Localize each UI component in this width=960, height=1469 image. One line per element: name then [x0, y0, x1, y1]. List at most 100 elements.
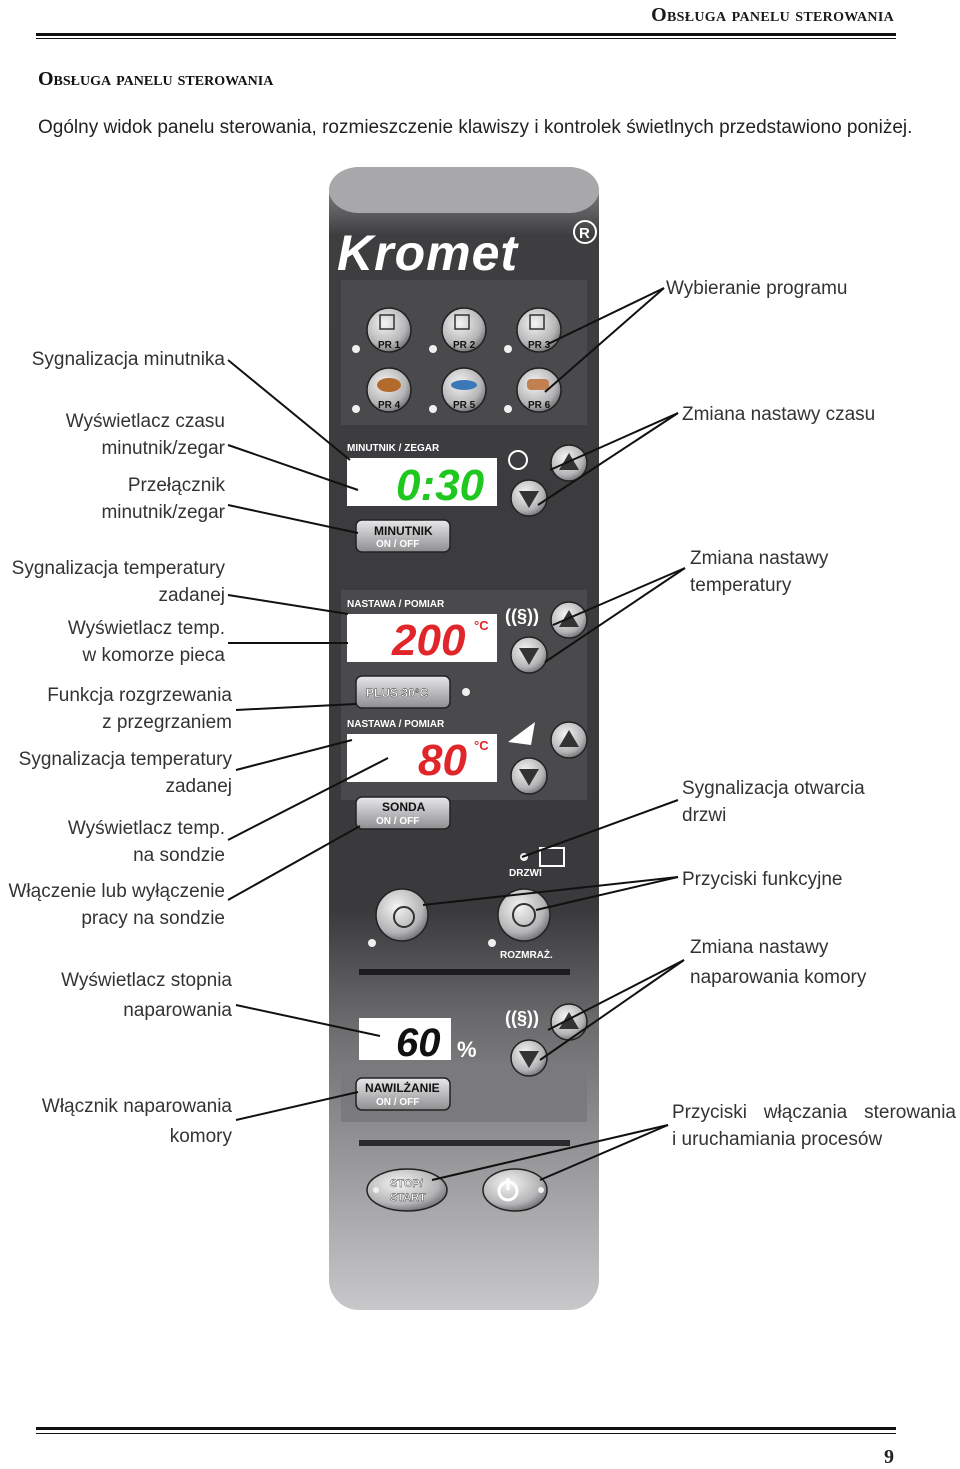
label-wlacznik-naparowania: Włącznik naparowania [41, 1096, 232, 1117]
label-wyswietlacz-temp: Wyświetlacz temp. [67, 618, 225, 639]
humidity-display [359, 1018, 451, 1060]
label-sygnalizacja-minutnika: Sygnalizacja minutnika [31, 349, 225, 370]
panel-top-band [329, 167, 599, 213]
svg-text:ON / OFF: ON / OFF [376, 816, 419, 827]
label-wyswietlacz-sonda-2: na sondzie [133, 845, 225, 866]
panel-divider [359, 1140, 570, 1146]
minutnik-button: MINUTNIK ON / OFF [355, 519, 451, 553]
lamp-icon [393, 906, 415, 928]
footer-rule-thin [36, 1433, 896, 1434]
label-przyciski-wlaczania: Przyciski włączania sterowania [672, 1102, 956, 1123]
label-zmiana-naparowania-2: naparowania komory [690, 967, 867, 988]
intro-text: Ogólny widok panelu sterowania, rozmiesz… [38, 117, 913, 138]
label-funkcja-rozgrzewania-2: z przegrzaniem [102, 712, 232, 733]
program-buttons: PR 1 PR 2 PR 3 PR 4 PR 5 PR 6 [366, 307, 562, 413]
probe-up-button [550, 721, 588, 759]
program-button-pr6: PR 6 [516, 367, 562, 413]
callout-lines [227, 287, 686, 1181]
plus30-button: PLUS 30°C [355, 675, 451, 709]
svg-text:MINUTNIK: MINUTNIK [374, 524, 433, 538]
page-header-title: Obsługa panelu sterowania [651, 4, 894, 26]
label-sygnalizacja-temperatury-sonda: Sygnalizacja temperatury [18, 749, 232, 770]
label-przelacznik: Przełącznik [127, 475, 225, 496]
svg-text:ROZMRAŻ.: ROZMRAŻ. [500, 948, 553, 961]
probe-display [347, 734, 497, 782]
program-button-pr5: PR 5 [441, 367, 487, 413]
door-icon [539, 847, 565, 867]
light-led [368, 939, 376, 947]
humidity-value: 60 [396, 1021, 441, 1065]
footer-rule [36, 1427, 896, 1430]
timer-display [347, 458, 497, 506]
svg-text:PLUS 30°C: PLUS 30°C [366, 686, 428, 700]
svg-text:NAWILŻANIE: NAWILŻANIE [365, 1080, 440, 1095]
label-wyswietlacz-stopnia-2: naparowania [123, 1000, 232, 1021]
defrost-led [488, 939, 496, 947]
defrost-button [497, 888, 551, 942]
temp-value: 200 [391, 616, 466, 665]
svg-text:ON / OFF: ON / OFF [376, 1097, 419, 1108]
header-rule [36, 33, 896, 36]
power-button [482, 1168, 548, 1212]
svg-text:PR 3: PR 3 [528, 340, 551, 351]
label-przelacznik-2: minutnik/zegar [101, 502, 225, 523]
label-sygnalizacja-temperatury-sonda-2: zadanej [165, 776, 232, 797]
timer-value: 0:30 [396, 461, 485, 510]
svg-text:°C: °C [474, 618, 489, 633]
steam-icon: ((§)) [505, 1008, 539, 1028]
plus30-led [462, 688, 470, 696]
temp-display [347, 614, 497, 662]
svg-text:PR 5: PR 5 [453, 400, 476, 411]
brand-logo: Kromet [337, 225, 519, 281]
svg-text:PR 2: PR 2 [453, 340, 476, 351]
svg-text:SONDA: SONDA [382, 800, 426, 814]
header-rule-thin [36, 38, 896, 39]
humidity-up-button [550, 1003, 588, 1041]
temp-down-button [510, 636, 548, 674]
label-zmiana-naparowania: Zmiana nastawy [690, 937, 829, 958]
label-przyciski-wlaczania-2: i uruchamiania procesów [672, 1129, 883, 1150]
label-zmiana-temperatury: Zmiana nastawy [690, 548, 829, 569]
panel-divider [359, 969, 570, 975]
svg-text:ON / OFF: ON / OFF [376, 539, 419, 550]
label-wlaczenie-sondy-2: pracy na sondzie [81, 908, 225, 929]
svg-text:DRZWI: DRZWI [509, 868, 542, 879]
svg-text:STOP/: STOP/ [390, 1178, 423, 1190]
page-number: 9 [884, 1446, 894, 1468]
probe-icon [508, 722, 535, 745]
label-wyswietlacz-temp-2: w komorze pieca [82, 645, 225, 666]
light-button [375, 888, 429, 942]
probe-down-button [510, 757, 548, 795]
clock-icon [508, 450, 528, 470]
program-button-pr1: PR 1 [366, 307, 412, 353]
temp-up-button [550, 601, 588, 639]
label-wyswietlacz-stopnia: Wyświetlacz stopnia [61, 970, 232, 991]
program-button-pr3: PR 3 [516, 307, 562, 353]
program-leds [352, 345, 512, 413]
humidity-down-button [510, 1039, 548, 1077]
registered-mark [573, 220, 597, 244]
label-wlacznik-naparowania-2: komory [169, 1126, 232, 1147]
fish-icon [451, 380, 477, 390]
label-sygnalizacja-temperatury-2: zadanej [158, 585, 225, 606]
label-przyciski-funkcyjne: Przyciski funkcyjne [682, 869, 843, 890]
section-title: Obsługa panelu sterowania [38, 68, 274, 90]
label-wyswietlacz-czasu-2: minutnik/zegar [101, 438, 225, 459]
label-wybieranie-programu: Wybieranie programu [666, 278, 848, 299]
svg-text:R: R [579, 225, 590, 242]
label-zmiana-czasu: Zmiana nastawy czasu [682, 404, 876, 425]
probe-value: 80 [418, 736, 467, 785]
svg-text:PR 6: PR 6 [528, 400, 551, 411]
svg-text:%: % [457, 1037, 477, 1062]
label-sygnalizacja-temperatury: Sygnalizacja temperatury [11, 558, 225, 579]
sonda-button: SONDA ON / OFF [355, 796, 451, 830]
label-funkcja-rozgrzewania: Funkcja rozgrzewania [47, 685, 232, 706]
svg-text:MINUTNIK / ZEGAR: MINUTNIK / ZEGAR [347, 443, 440, 454]
stop-start-led [373, 1187, 379, 1193]
svg-text:°C: °C [474, 738, 489, 753]
label-wyswietlacz-czasu: Wyświetlacz czasu [65, 411, 225, 432]
power-led [538, 1187, 544, 1193]
label-wlaczenie-sondy: Włączenie lub wyłączenie [8, 881, 226, 902]
svg-text:START: START [390, 1192, 426, 1204]
